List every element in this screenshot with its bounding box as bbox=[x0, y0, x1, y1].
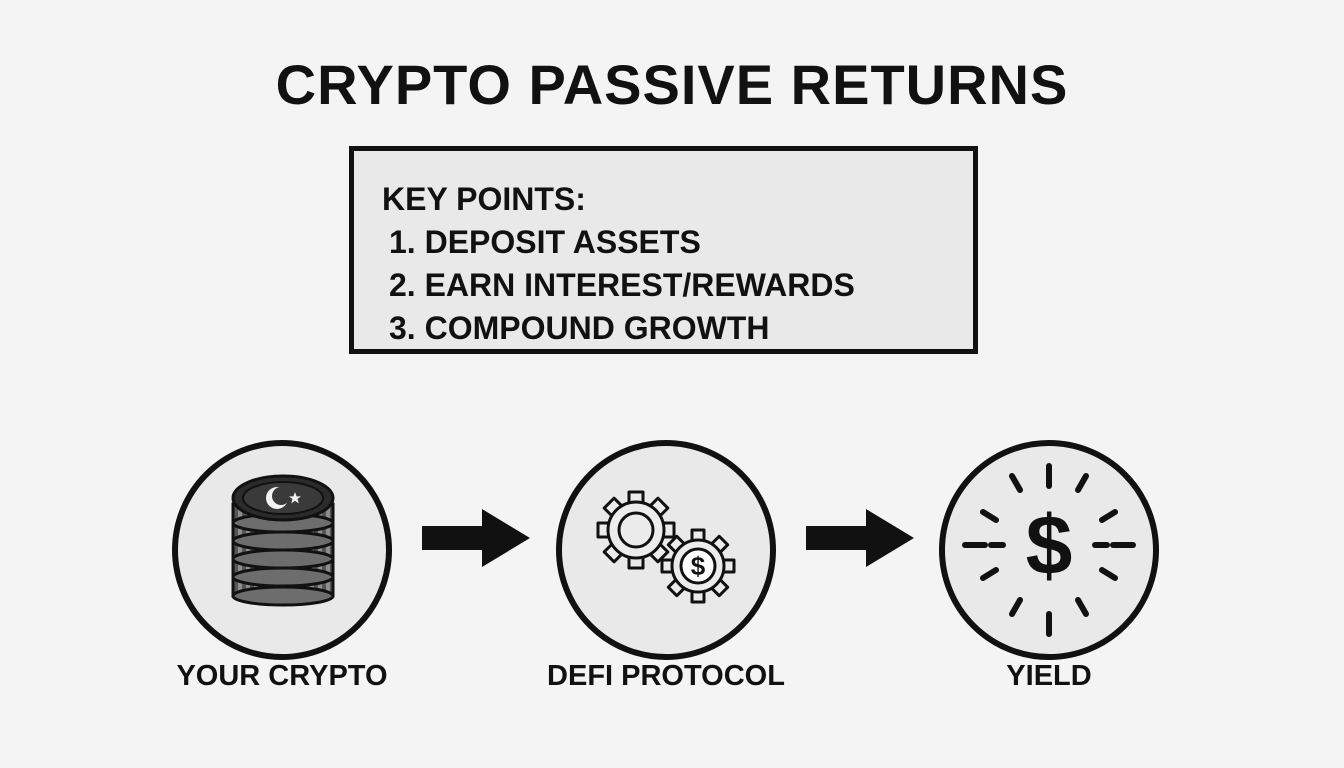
key-points-heading: KEY POINTS: bbox=[382, 181, 586, 217]
key-point-item: 3. COMPOUND GROWTH bbox=[389, 310, 770, 346]
radiant-dollar-icon: $ bbox=[962, 463, 1136, 637]
right-arrow-icon bbox=[422, 509, 530, 567]
yield-label: YIELD bbox=[1006, 660, 1092, 692]
coin-stack-icon bbox=[231, 474, 335, 607]
key-point-item: 1. DEPOSIT ASSETS bbox=[389, 224, 701, 260]
gears-dollar-icon: $ bbox=[596, 490, 736, 604]
svg-text:$: $ bbox=[1026, 498, 1073, 592]
key-points-box: KEY POINTS: 1. DEPOSIT ASSETS 2. EARN IN… bbox=[349, 146, 978, 354]
page-title: CRYPTO PASSIVE RETURNS bbox=[275, 53, 1069, 116]
svg-text:$: $ bbox=[691, 551, 706, 581]
defi-protocol-label: DEFI PROTOCOL bbox=[547, 660, 785, 692]
your-crypto-label: YOUR CRYPTO bbox=[176, 660, 388, 692]
yield-node: $ bbox=[939, 440, 1159, 660]
right-arrow-icon bbox=[806, 509, 914, 567]
key-points-list: 1. DEPOSIT ASSETS 2. EARN INTEREST/REWAR… bbox=[382, 221, 945, 350]
your-crypto-node bbox=[172, 440, 392, 660]
key-point-item: 2. EARN INTEREST/REWARDS bbox=[389, 267, 855, 303]
defi-protocol-node: $ bbox=[556, 440, 776, 660]
